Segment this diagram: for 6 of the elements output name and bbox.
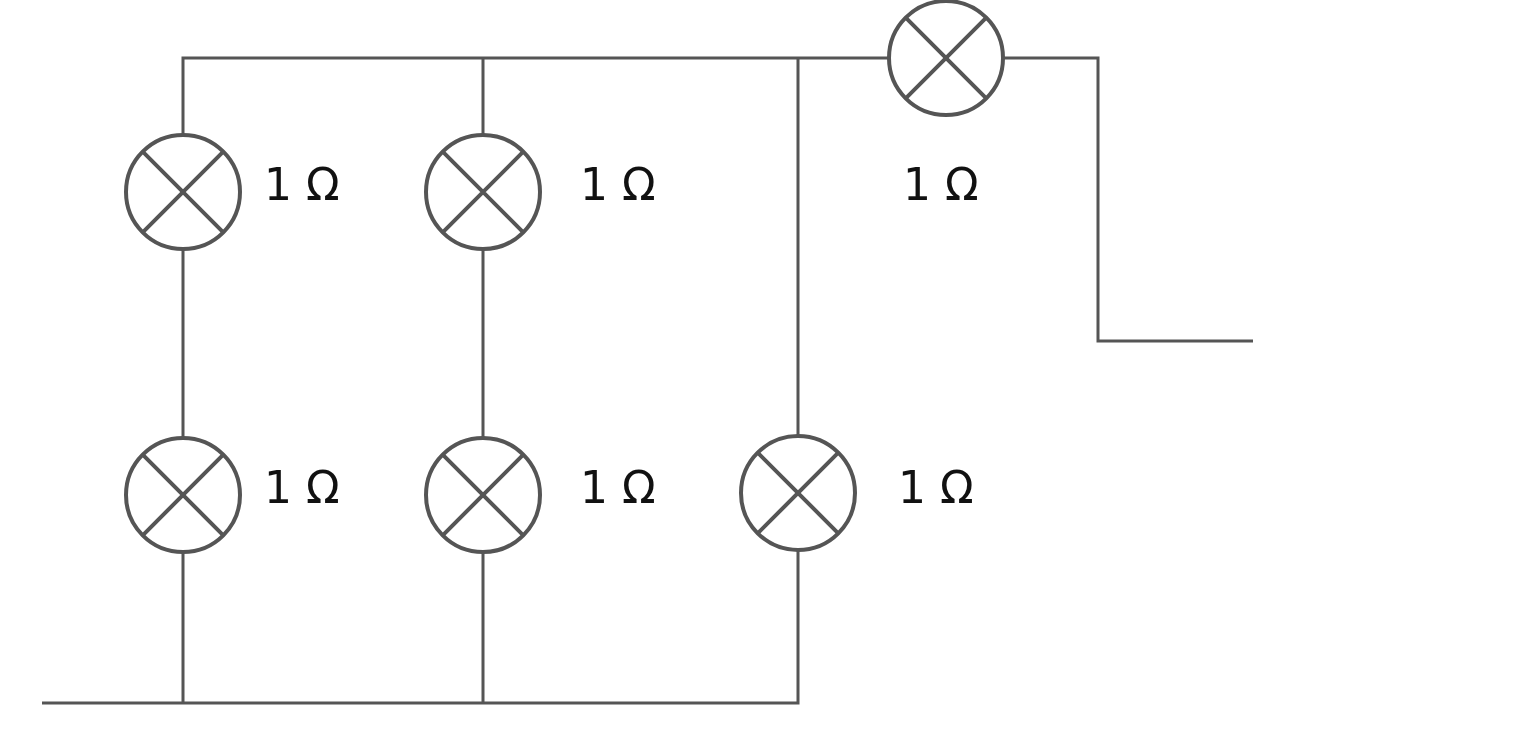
resistance-label: 1 Ω bbox=[580, 466, 656, 510]
resistance-label: 1 Ω bbox=[898, 466, 974, 510]
resistance-label: 1 Ω bbox=[580, 163, 656, 207]
resistance-label: 1 Ω bbox=[903, 163, 979, 207]
resistance-label: 1 Ω bbox=[264, 466, 340, 510]
resistance-label: 1 Ω bbox=[264, 163, 340, 207]
